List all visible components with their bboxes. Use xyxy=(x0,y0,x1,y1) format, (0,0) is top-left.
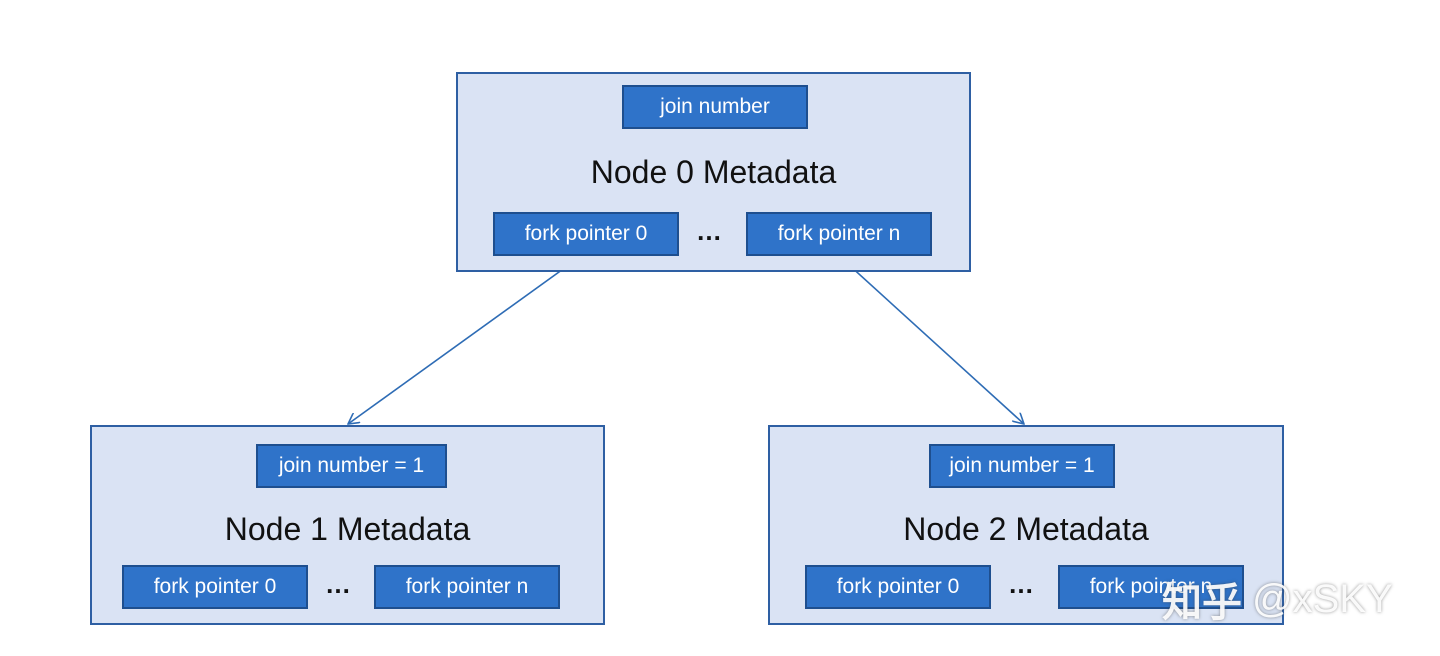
node-1-join-field: join number = 1 xyxy=(256,444,447,488)
node-2-join-field: join number = 1 xyxy=(929,444,1115,488)
node-2-fork-last-field: fork pointer n xyxy=(1058,565,1244,609)
node-0-fork-last-field: fork pointer n xyxy=(746,212,932,256)
node-2-box: join number = 1 Node 2 Metadata fork poi… xyxy=(768,425,1284,625)
node-1-fork-first-field: fork pointer 0 xyxy=(122,565,308,609)
node-0-box: join number Node 0 Metadata fork pointer… xyxy=(456,72,971,272)
node-0-title: Node 0 Metadata xyxy=(590,154,837,190)
node-2-ellipsis: … xyxy=(1008,569,1035,599)
node-1-title: Node 1 Metadata xyxy=(224,511,471,547)
node-1-ellipsis: … xyxy=(325,569,352,599)
node-0-ellipsis: … xyxy=(696,216,723,246)
node-2-title: Node 2 Metadata xyxy=(903,511,1149,547)
watermark-handle: @xSKY xyxy=(1252,576,1393,621)
edge-node0-to-node1 xyxy=(348,253,585,424)
zhihu-watermark: 知乎 @xSKY xyxy=(1162,570,1393,628)
edge-node0-to-node2 xyxy=(836,253,1024,424)
node-2-fork-first-field: fork pointer 0 xyxy=(805,565,991,609)
node-1-box: join number = 1 Node 1 Metadata fork poi… xyxy=(90,425,605,625)
node-0-join-field: join number xyxy=(622,85,808,129)
node-1-fork-last-field: fork pointer n xyxy=(374,565,560,609)
zhihu-logo: 知乎 xyxy=(1162,580,1242,626)
node-0-fork-first-field: fork pointer 0 xyxy=(493,212,679,256)
